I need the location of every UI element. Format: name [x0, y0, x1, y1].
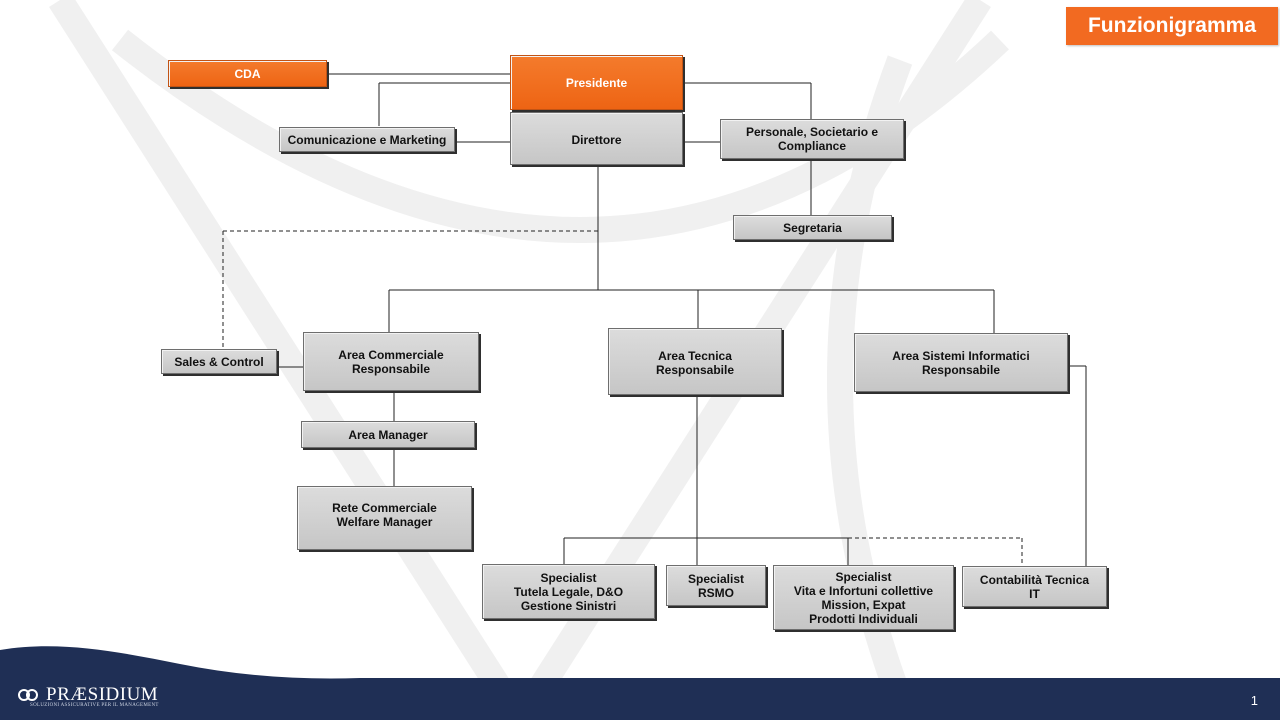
node-direttore: Direttore [510, 112, 683, 165]
footer-band [0, 646, 1280, 720]
node-area-commerciale: Area Commerciale Responsabile [303, 332, 479, 391]
node-area-tecnica: Area Tecnica Responsabile [608, 328, 782, 395]
page-number: 1 [1250, 693, 1258, 708]
node-segretaria: Segretaria [733, 215, 892, 240]
slide-title: Funzionigramma [1066, 7, 1278, 45]
node-area-sistemi: Area Sistemi Informatici Responsabile [854, 333, 1068, 392]
node-comunicazione: Comunicazione e Marketing [279, 127, 455, 152]
logo-tagline: SOLUZIONI ASSICURATIVE PER IL MANAGEMENT [30, 703, 159, 708]
company-logo: PRÆSIDIUM [16, 680, 158, 710]
logo-name: PRÆSIDIUM [46, 684, 159, 705]
node-personale: Personale, Societario e Compliance [720, 119, 904, 159]
node-rete-commerciale: Rete Commerciale Welfare Manager [297, 486, 472, 550]
node-specialist-rsmo: Specialist RSMO [666, 565, 766, 606]
node-specialist-tutela: Specialist Tutela Legale, D&O Gestione S… [482, 564, 655, 619]
node-cda: CDA [168, 60, 327, 87]
node-area-manager: Area Manager [301, 421, 475, 448]
node-presidente: Presidente [510, 55, 683, 110]
node-specialist-vita: Specialist Vita e Infortuni collettive M… [773, 565, 954, 630]
logo-mark-icon [18, 689, 38, 701]
node-contabilita: Contabilità Tecnica IT [962, 566, 1107, 607]
node-sales-control: Sales & Control [161, 349, 277, 374]
dashed-connectors [222, 230, 1023, 566]
connectors [277, 73, 1087, 567]
